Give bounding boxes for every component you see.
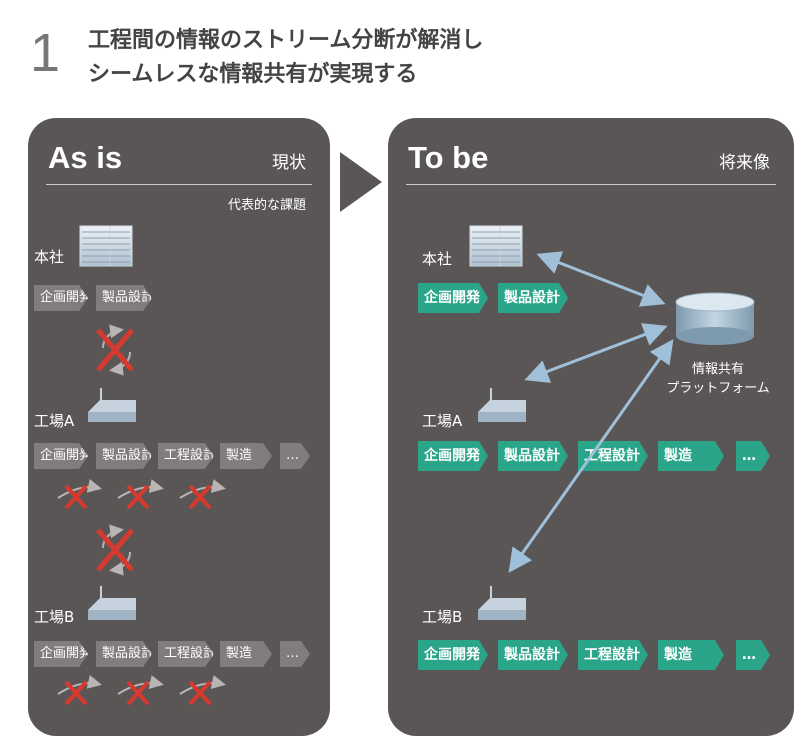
platform-label: 情報共有 プラットフォーム xyxy=(658,358,778,396)
to-be-factory-a-step: 企画開発 xyxy=(418,441,488,471)
as-is-hq-step: 製品設計 xyxy=(96,285,152,311)
as-is-divider xyxy=(46,184,312,185)
factory-a-icon xyxy=(88,388,136,422)
blocked-flow-a xyxy=(57,479,226,510)
as-is-hq-step: 企画開発 xyxy=(34,285,88,311)
to-be-factory-b-step: 企画開発 xyxy=(418,640,488,670)
section-title: 工程間の情報のストリーム分断が解消し シームレスな情報共有が実現する xyxy=(88,24,483,92)
database-icon xyxy=(675,292,755,345)
blocked-flow-b xyxy=(57,675,226,706)
as-is-panel: As is 現状 代表的な課題 本社 企画開発 製品設計 工場A 企画開発 製品… xyxy=(28,118,330,736)
as-is-factory-b-step: 製造 xyxy=(220,641,272,667)
section-number: 1 xyxy=(30,23,61,83)
section-title-line2: シームレスな情報共有が実現する xyxy=(88,62,418,87)
platform-label-line1: 情報共有 xyxy=(691,362,744,377)
hq-platform-link xyxy=(536,251,666,307)
building-icon xyxy=(79,225,133,267)
factory-a-platform-link xyxy=(524,323,668,383)
as-is-caption: 代表的な課題 xyxy=(227,198,306,213)
as-is-factory-a-step: 企画開発 xyxy=(34,443,88,469)
as-is-factory-a-step: 工程設計 xyxy=(158,443,214,469)
to-be-factory-a-label: 工場A xyxy=(422,412,463,430)
to-be-factory-b-step: 工程設計 xyxy=(578,640,648,670)
factory-a-icon xyxy=(478,388,526,422)
to-be-factory-b-label: 工場B xyxy=(422,608,463,626)
blocked-link-icon xyxy=(96,324,134,376)
to-be-factory-b-step: 製造 xyxy=(658,640,724,670)
to-be-subtitle: 将来像 xyxy=(719,153,770,173)
to-be-factory-b-step: 製品設計 xyxy=(498,640,568,670)
as-is-hq-label: 本社 xyxy=(34,248,65,266)
to-be-divider xyxy=(406,184,776,185)
to-be-hq-step: 企画開発 xyxy=(418,283,488,313)
as-is-factory-a-step: 製造 xyxy=(220,443,272,469)
as-is-subtitle: 現状 xyxy=(272,153,306,173)
as-is-factory-b-step: 製品設計 xyxy=(96,641,152,667)
factory-b-icon xyxy=(478,586,526,620)
transition-arrow-icon xyxy=(340,152,382,212)
to-be-hq-label: 本社 xyxy=(422,250,453,268)
blocked-link-icon xyxy=(96,524,134,576)
as-is-factory-a-step: 製品設計 xyxy=(96,443,152,469)
as-is-title: As is xyxy=(48,140,123,175)
data-link-arrows xyxy=(508,251,674,573)
factory-b-platform-link xyxy=(508,339,674,573)
section-title-line1: 工程間の情報のストリーム分断が解消し xyxy=(88,28,484,53)
as-is-factory-b-label: 工場B xyxy=(34,608,75,626)
as-is-factory-b-step: 企画開発 xyxy=(34,641,88,667)
to-be-title: To be xyxy=(408,140,489,175)
building-icon xyxy=(469,225,523,267)
factory-b-icon xyxy=(88,586,136,620)
as-is-factory-b-step: 工程設計 xyxy=(158,641,214,667)
as-is-factory-a-label: 工場A xyxy=(34,412,75,430)
platform-label-line2: プラットフォーム xyxy=(666,381,770,396)
